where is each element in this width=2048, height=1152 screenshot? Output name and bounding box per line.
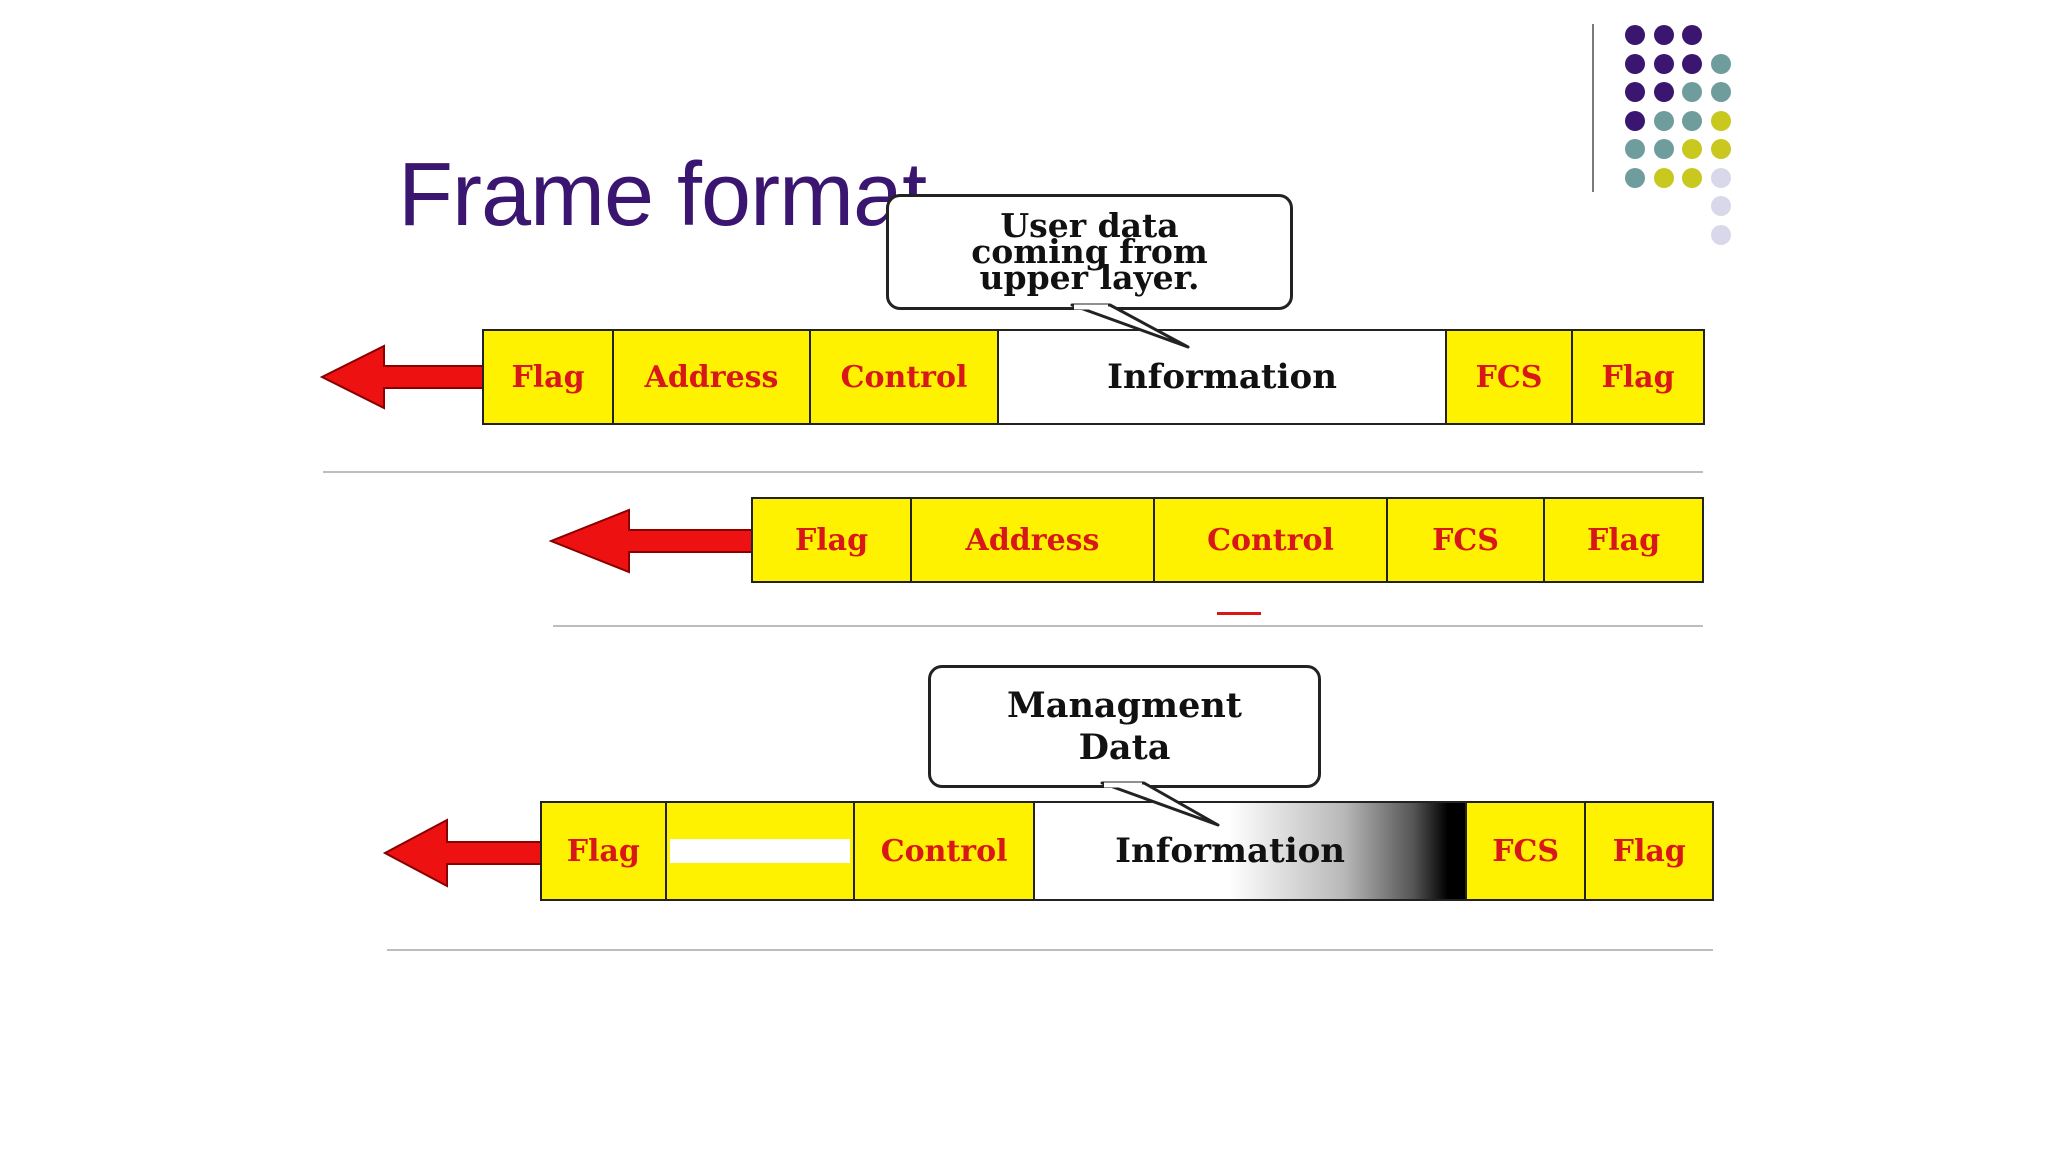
red-underline-mark	[1217, 612, 1261, 615]
decorative-dot	[1710, 139, 1731, 159]
left-arrow-icon	[549, 508, 756, 574]
decorative-dot	[1625, 110, 1645, 131]
decorative-dot	[1710, 224, 1731, 245]
callout-line: Data	[1078, 726, 1171, 768]
frame-field-flag: Flag	[1586, 803, 1712, 899]
frame-field-address-blank	[666, 803, 855, 899]
decorative-dot	[1710, 167, 1731, 188]
decorative-dot	[1653, 110, 1674, 131]
decorative-dot	[1653, 139, 1674, 159]
decorative-dot	[1682, 82, 1702, 102]
decorative-vertical-rule	[1592, 24, 1594, 192]
frame-field-address: Address	[614, 331, 811, 423]
decorative-dot	[1653, 167, 1674, 188]
callout-pointer	[1070, 303, 1190, 349]
frame-field-control: Control	[854, 803, 1036, 899]
decorative-dot	[1653, 53, 1674, 74]
decorative-dot	[1710, 196, 1731, 216]
frame-field-information: Information	[999, 331, 1447, 423]
decorative-dot	[1625, 25, 1645, 45]
frame-diagram-supervisory: Flag Address Control FCS Flag	[751, 497, 1704, 583]
frame-diagram-information: Flag Address Control Information FCS Fla…	[482, 329, 1705, 425]
blank-address-slot	[669, 839, 850, 863]
decorative-dot	[1625, 139, 1645, 159]
decorative-dot	[1710, 82, 1731, 102]
frame-field-fcs: FCS	[1466, 803, 1587, 899]
decorative-dot	[1625, 82, 1645, 102]
decorative-dot	[1653, 25, 1674, 45]
callout-user-data: User data coming from upper layer.	[886, 194, 1293, 310]
decorative-dot	[1682, 25, 1702, 45]
decorative-dot	[1710, 53, 1731, 74]
frame-field-control: Control	[811, 331, 999, 423]
left-arrow-icon	[383, 818, 544, 888]
callout-pointer	[1100, 781, 1220, 827]
frame-field-flag: Flag	[484, 331, 614, 423]
callout-line: User data	[1000, 206, 1179, 245]
left-arrow-icon	[320, 344, 487, 410]
decorative-dot	[1682, 53, 1702, 74]
frame-field-address: Address	[912, 499, 1155, 581]
frame-field-fcs: FCS	[1388, 499, 1545, 581]
decorative-dot	[1682, 139, 1702, 159]
frame-field-flag: Flag	[753, 499, 912, 581]
frame-field-flag: Flag	[542, 803, 667, 899]
decorative-dot	[1625, 53, 1645, 74]
decorative-dot	[1625, 167, 1645, 188]
callout-management-data: Managment Data	[928, 665, 1321, 788]
frame-field-fcs: FCS	[1447, 331, 1573, 423]
callout-line: coming from	[971, 232, 1208, 271]
separator-line	[323, 471, 1703, 473]
decorative-dot	[1682, 110, 1702, 131]
decorative-dot	[1653, 82, 1674, 102]
frame-field-information: Information	[1035, 803, 1467, 899]
separator-line	[553, 625, 1703, 627]
frame-diagram-management: Flag Control Information FCS Flag	[540, 801, 1714, 901]
separator-line	[387, 949, 1713, 951]
slide-title: Frame format	[398, 145, 927, 245]
callout-line: Managment	[1007, 684, 1242, 726]
callout-line: upper layer.	[979, 258, 1200, 297]
frame-field-flag: Flag	[1573, 331, 1703, 423]
frame-field-control: Control	[1155, 499, 1388, 581]
decorative-dot	[1682, 167, 1702, 188]
decorative-dot	[1710, 110, 1731, 131]
frame-field-flag: Flag	[1545, 499, 1702, 581]
